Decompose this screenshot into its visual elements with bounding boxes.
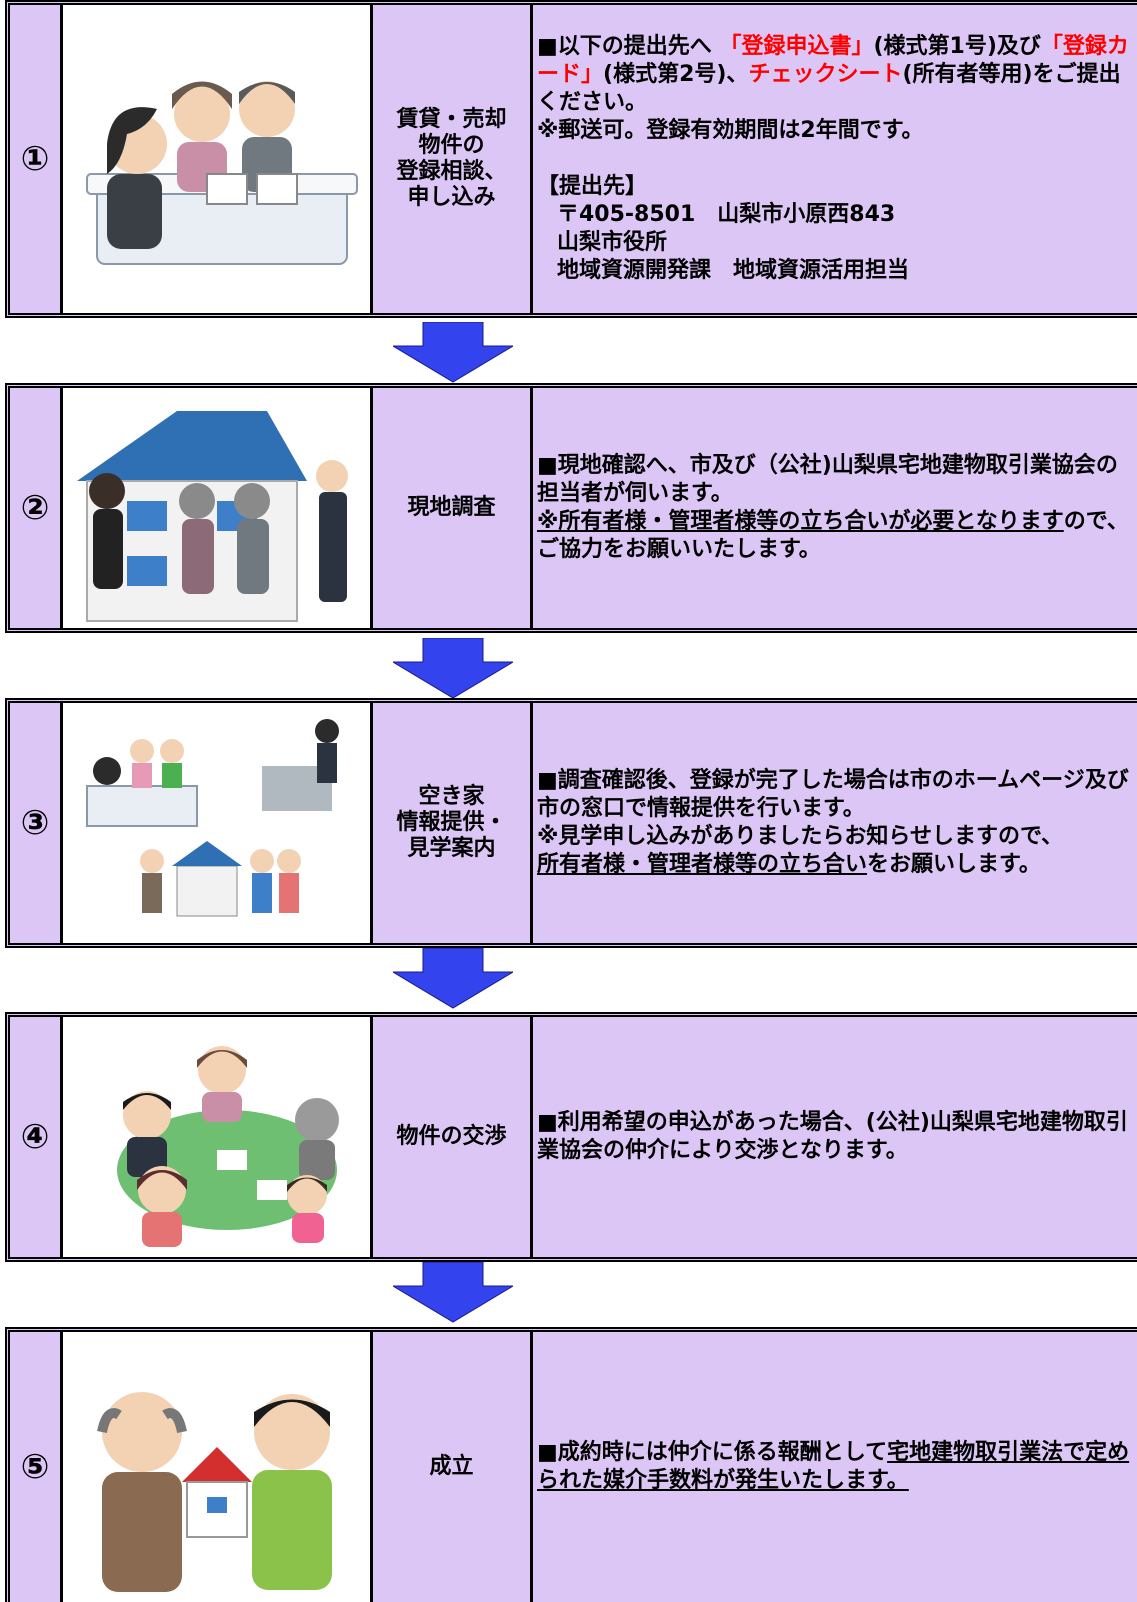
checksheet-label: チェックシート xyxy=(748,62,903,87)
step-title: 賃貸・売却 物件の 登録相談、 申し込み xyxy=(373,5,533,313)
step-title: 空き家 情報提供・ 見学案内 xyxy=(373,703,533,943)
step-title: 現地調査 xyxy=(373,388,533,628)
information-illustration xyxy=(63,703,373,943)
step-description: ■利用希望の申込があった場合、(公社)山梨県宅地建物取引業協会の仲介により交渉と… xyxy=(533,1017,1137,1257)
form-1-label: 「登録申込書」 xyxy=(719,34,874,59)
desc-note: ※所有者様・管理者様等の立ち合いが必要となりますので、ご協力をお願いいたします。 xyxy=(537,509,1129,562)
submission-address: 〒405-8501 山梨市小原西843 xyxy=(557,202,896,227)
negotiation-illustration xyxy=(63,1017,373,1257)
down-arrow-icon xyxy=(393,948,513,1009)
step-row-4: ④ 物件の交渉 ■利用希望の申込があった場合、(公社)山梨県宅地建物取引業協会の… xyxy=(5,1012,1137,1262)
consultation-illustration xyxy=(63,5,373,313)
step-row-5: ⑤ 成立 ■成約時には仲介に係る報酬として宅地建物取引業法で定められた媒介手数料… xyxy=(5,1327,1137,1602)
submission-department: 地域資源開発課 地域資源活用担当 xyxy=(557,258,910,283)
step-title: 成立 xyxy=(373,1332,533,1602)
step-row-2: ② 現地調査 ■現地確認へ、市及び（公社)山梨県宅地建物取引業協会の担当者が伺い… xyxy=(5,383,1137,633)
desc-note-2: 所有者様・管理者様等の立ち合いをお願いします。 xyxy=(537,852,1041,877)
down-arrow-icon xyxy=(393,1262,513,1323)
step-description: ■調査確認後、登録が完了した場合は市のホームページ及び市の窓口で情報提供を行いま… xyxy=(533,703,1137,943)
desc-note: ※見学申し込みがありましたらお知らせしますので、 xyxy=(537,824,1064,849)
step-description: ■現地確認へ、市及び（公社)山梨県宅地建物取引業協会の担当者が伺います。 ※所有… xyxy=(533,388,1137,628)
desc-paragraph: ■利用希望の申込があった場合、(公社)山梨県宅地建物取引業協会の仲介により交渉と… xyxy=(537,1110,1128,1163)
submission-heading: 【提出先】 xyxy=(537,174,648,199)
step-number: ③ xyxy=(10,703,63,943)
step-row-3: ③ 空き家 情報提供・ 見学案内 ■調査確認後、登録が完了した場合は市のホームペ… xyxy=(5,698,1137,948)
step-description: ■以下の提出先へ 「登録申込書」(様式第1号)及び「登録カード」(様式第2号)、… xyxy=(533,5,1137,313)
step-number: ② xyxy=(10,388,63,628)
submission-office: 山梨市役所 xyxy=(557,230,668,255)
handover-illustration xyxy=(63,1332,373,1602)
step-row-1: ① 賃貸・売却 物件の 登録相談、 申し込み ■以下の提出先へ 「登録申込書」(… xyxy=(5,0,1137,318)
site-survey-illustration xyxy=(63,388,373,628)
form-2-label: 「登録カード」 xyxy=(537,34,1129,87)
down-arrow-icon xyxy=(393,638,513,699)
desc-paragraph: ■以下の提出先へ 「登録申込書」(様式第1号)及び「登録カード」(様式第2号)、… xyxy=(537,34,1129,115)
desc-paragraph: ■調査確認後、登録が完了した場合は市のホームページ及び市の窓口で情報提供を行いま… xyxy=(537,768,1129,821)
step-description: ■成約時には仲介に係る報酬として宅地建物取引業法で定められた媒介手数料が発生いた… xyxy=(533,1332,1137,1602)
step-number: ① xyxy=(10,5,63,313)
desc-paragraph: ■成約時には仲介に係る報酬として宅地建物取引業法で定められた媒介手数料が発生いた… xyxy=(537,1440,1130,1493)
desc-note: ※郵送可。登録有効期間は2年間です。 xyxy=(537,118,924,143)
down-arrow-icon xyxy=(393,322,513,383)
step-number: ④ xyxy=(10,1017,63,1257)
step-number: ⑤ xyxy=(10,1332,63,1602)
step-title: 物件の交渉 xyxy=(373,1017,533,1257)
desc-paragraph: ■現地確認へ、市及び（公社)山梨県宅地建物取引業協会の担当者が伺います。 xyxy=(537,453,1118,506)
